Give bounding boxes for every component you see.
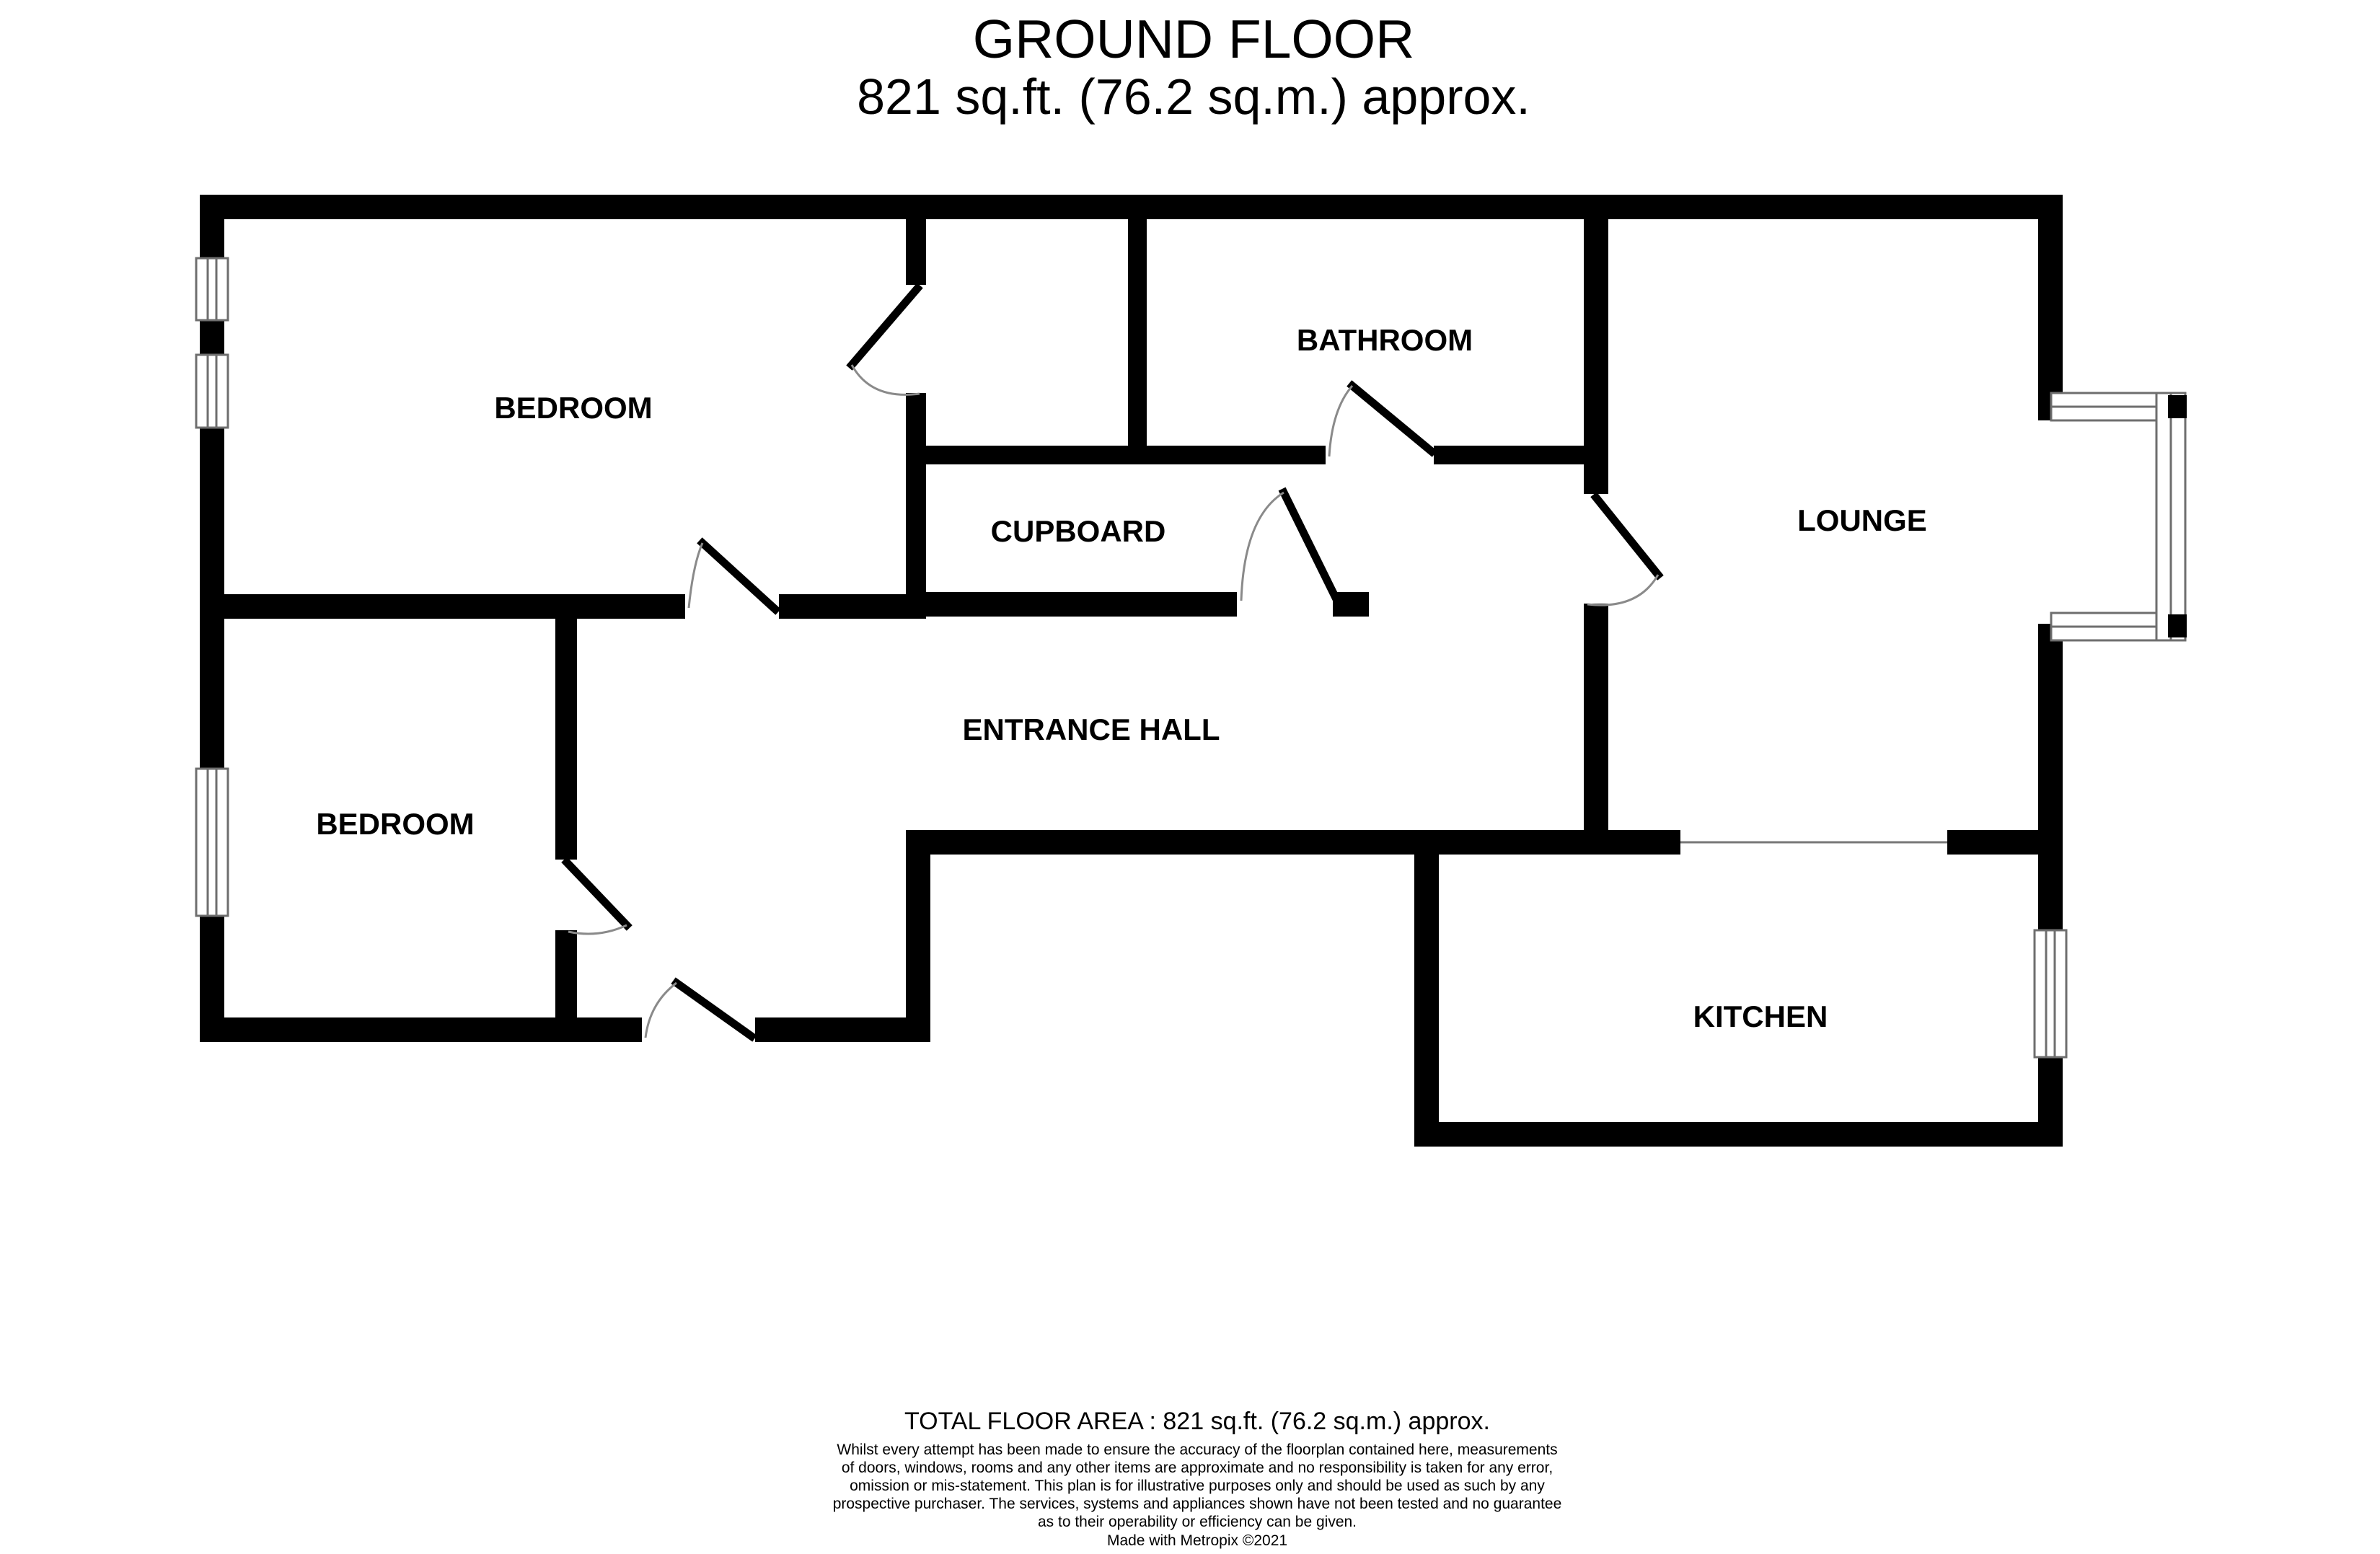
door-swing-arc xyxy=(644,981,677,1038)
footer-credit: Made with Metropix ©2021 xyxy=(1107,1532,1287,1549)
door-swing-arc xyxy=(850,364,920,396)
wall-segment xyxy=(2038,1057,2063,1147)
bay-window-lounge xyxy=(2050,392,2187,642)
doors xyxy=(561,283,1664,1042)
footer-total-area: TOTAL FLOOR AREA : 821 sq.ft. (76.2 sq.m… xyxy=(904,1408,1490,1435)
window-bedroom-bottom xyxy=(195,767,229,917)
door-leaf xyxy=(697,537,781,615)
wall-segment xyxy=(200,594,685,619)
door-front-entrance xyxy=(644,977,757,1042)
wall-segment xyxy=(1414,855,1439,1147)
door-leaf xyxy=(561,857,633,931)
room-label-bedroom-top: BEDROOM xyxy=(494,391,652,425)
floorplan-title: GROUND FLOOR 821 sq.ft. (76.2 sq.m.) app… xyxy=(857,9,1530,125)
room-label-cupboard: CUPBOARD xyxy=(991,514,1166,548)
wall-segment xyxy=(1434,446,1608,464)
wall-segment xyxy=(200,195,2063,219)
wall-segment xyxy=(926,592,1237,617)
door-bedroom-top-side xyxy=(846,283,923,396)
walls xyxy=(200,195,2063,1147)
door-leaf xyxy=(846,283,923,371)
windows xyxy=(195,257,2187,1059)
room-label-entrance-hall: ENTRANCE HALL xyxy=(963,712,1220,746)
wall-segment xyxy=(200,195,224,258)
footer-disclaimer-line: prospective purchaser. The services, sys… xyxy=(833,1496,1562,1512)
room-label-bedroom-bottom: BEDROOM xyxy=(316,807,474,841)
wall-segment xyxy=(2038,624,2063,930)
door-leaf xyxy=(671,977,757,1042)
wall-segment xyxy=(906,393,926,617)
door-swing-arc xyxy=(1328,385,1354,457)
wall-segment xyxy=(1414,1122,2063,1147)
footer: TOTAL FLOOR AREA : 821 sq.ft. (76.2 sq.m… xyxy=(833,1408,1562,1549)
room-labels: BEDROOM BATHROOM CUPBOARD LOUNGE BEDROOM… xyxy=(316,323,1927,1033)
room-label-kitchen: KITCHEN xyxy=(1693,999,1828,1033)
door-swing-arc xyxy=(1240,491,1284,601)
wall-segment xyxy=(1584,604,1608,855)
window-kitchen xyxy=(2033,929,2068,1059)
door-swing-arc xyxy=(687,542,704,609)
wall-segment xyxy=(906,446,1326,464)
door-cupboard xyxy=(1240,487,1341,602)
window-glazing xyxy=(206,353,218,429)
wall-segment xyxy=(1584,219,1608,494)
door-bathroom xyxy=(1328,380,1437,457)
window-glazing xyxy=(2045,929,2056,1059)
door-leaf xyxy=(1347,380,1437,457)
door-lounge xyxy=(1587,492,1664,606)
wall-segment xyxy=(906,855,930,1042)
wall-segment xyxy=(555,594,577,860)
title-line2: 821 sq.ft. (76.2 sq.m.) approx. xyxy=(857,69,1530,125)
wall-segment xyxy=(200,320,224,355)
door-leaf xyxy=(1278,487,1341,602)
window-bedroom-top-2 xyxy=(195,353,229,429)
wall-segment xyxy=(2038,195,2063,420)
door-swing-arc xyxy=(568,924,627,935)
room-label-bathroom: BATHROOM xyxy=(1297,323,1473,357)
footer-disclaimer-line: of doors, windows, rooms and any other i… xyxy=(842,1460,1553,1476)
footer-disclaimer-line: Whilst every attempt has been made to en… xyxy=(837,1442,1557,1458)
window-bedroom-top-1 xyxy=(195,257,229,322)
door-leaf xyxy=(1590,492,1664,580)
wall-segment xyxy=(779,594,926,619)
door-bedroom-bottom xyxy=(561,857,633,935)
wall-segment xyxy=(755,1017,930,1042)
room-label-lounge: LOUNGE xyxy=(1797,503,1927,537)
footer-disclaimer-line: omission or mis-statement. This plan is … xyxy=(850,1478,1545,1494)
bay-window-corner-post-top xyxy=(2168,395,2187,418)
wall-segment xyxy=(906,219,926,285)
window-glazing xyxy=(206,767,218,917)
window-glazing xyxy=(206,257,218,322)
title-line1: GROUND FLOOR xyxy=(973,9,1415,69)
bay-window-corner-post-bottom xyxy=(2168,614,2187,637)
door-bedroom-top-bottom xyxy=(687,537,781,615)
wall-segment xyxy=(906,830,1680,855)
footer-disclaimer-line: as to their operability or efficiency ca… xyxy=(1038,1514,1357,1530)
door-swing-arc xyxy=(1587,574,1660,606)
wall-segment xyxy=(1128,219,1147,462)
wall-segment xyxy=(555,930,577,1042)
